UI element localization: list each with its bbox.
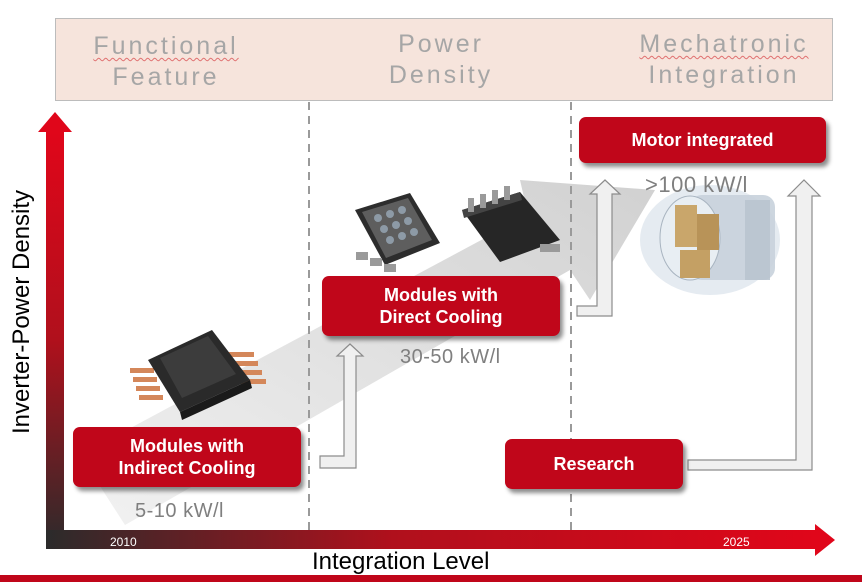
research-box: Research: [505, 439, 683, 489]
phase-power-density: Power Density: [331, 29, 551, 91]
phase-functional-feature: Functional Feature: [56, 31, 276, 93]
x-axis-title: Integration Level: [312, 548, 490, 575]
phase-mechatronic-integration: Mechatronic Integration: [614, 29, 834, 91]
stage-2-line-1: Modules with: [384, 285, 498, 305]
phase-2-line-1: Power: [398, 30, 484, 58]
bottom-strip: [0, 575, 862, 582]
phase-3-line-2: Integration: [648, 61, 800, 89]
stage-1-value: 5-10 kW/l: [135, 500, 224, 522]
phase-3-line-1: Mechatronic: [639, 30, 809, 58]
stage-1-line-2: Indirect Cooling: [118, 458, 256, 478]
x-axis: [46, 530, 816, 549]
phase-header: Functional Feature Power Density Mechatr…: [55, 18, 833, 101]
phase-2-line-2: Density: [388, 61, 494, 89]
stage-1-line-1: Modules with: [130, 436, 244, 456]
phase-1-line-1: Functional: [93, 32, 239, 60]
y-axis-title: Inverter-Power Density: [8, 189, 35, 435]
research-label: Research: [553, 454, 635, 474]
y-axis-arrowhead: [38, 112, 72, 132]
stage-motor-integrated-box: Motor integrated: [579, 117, 826, 163]
x-axis-start-year: 2010: [110, 535, 137, 549]
stage-3-line-1: Motor integrated: [631, 130, 774, 150]
x-axis-arrowhead: [815, 524, 835, 556]
stage-2-value: 30-50 kW/l: [400, 346, 501, 368]
connector-arrow-3: [687, 179, 822, 471]
motor-integrated-image: [640, 185, 780, 295]
y-axis: [46, 132, 64, 548]
connector-arrow-2: [576, 179, 622, 317]
module-indirect-cooling-image: [130, 330, 266, 420]
module-direct-cooling-image: [355, 186, 560, 272]
stage-2-line-2: Direct Cooling: [379, 307, 503, 327]
x-axis-end-year: 2025: [723, 535, 750, 549]
connector-arrow-1: [319, 343, 365, 469]
stage-indirect-cooling-box: Modules with Indirect Cooling: [73, 427, 301, 487]
stage-3-value: >100 kW/l: [645, 172, 748, 197]
stage-direct-cooling-box: Modules with Direct Cooling: [322, 276, 560, 336]
phase-1-line-2: Feature: [112, 63, 220, 91]
